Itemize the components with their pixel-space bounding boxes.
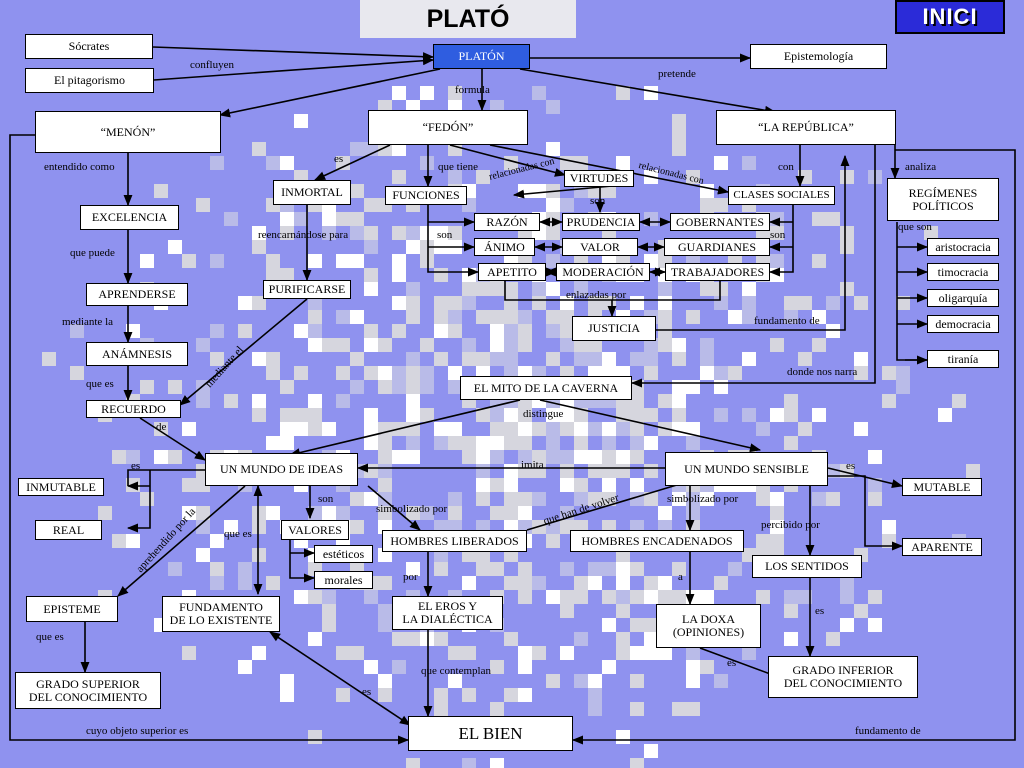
label-que-puede: que puede — [70, 247, 115, 259]
node-aparente: APARENTE — [902, 538, 982, 556]
label-que-contemplan: que contemplan — [421, 665, 491, 677]
label-son-right: son — [770, 229, 786, 241]
page-title: PLATÓ — [360, 0, 576, 38]
node-aprenderse: APRENDERSE — [86, 283, 188, 306]
label-distingue: distingue — [523, 408, 564, 420]
node-grado-inferior: GRADO INFERIOR DEL CONOCIMIENTO — [768, 656, 918, 698]
node-pitagorismo: El pitagorismo — [25, 68, 154, 93]
label-simbolizado-por-1: simbolizado por — [376, 503, 448, 515]
label-es-doxa: es — [727, 657, 737, 669]
label-mediante-la: mediante la — [62, 316, 114, 328]
label-entendido-como: entendido como — [44, 161, 115, 173]
label-es-fedon: es — [334, 153, 344, 165]
node-apetito: APETITO — [478, 263, 546, 281]
node-oligarquia: oligarquía — [927, 289, 999, 307]
node-fundamento-existente: FUNDAMENTO DE LO EXISTENTE — [162, 596, 280, 632]
node-aristocracia: aristocracia — [927, 238, 999, 256]
label-que-es: que es — [86, 378, 114, 390]
node-democracia: democracia — [927, 315, 999, 333]
label-percibido-por: percibido por — [761, 519, 820, 531]
node-guardianes: GUARDIANES — [664, 238, 770, 256]
node-fedon: “FEDÓN” — [368, 110, 528, 145]
node-tirania: tiranía — [927, 350, 999, 368]
label-es-sensible: es — [846, 460, 856, 472]
node-real: REAL — [35, 520, 102, 540]
label-confluyen: confluyen — [190, 59, 234, 71]
node-morales: morales — [314, 571, 373, 589]
node-moderacion: MODERACIÓN — [556, 263, 650, 281]
label-analiza: analiza — [905, 161, 937, 173]
label-cuyo-objeto: cuyo objeto superior es — [86, 725, 189, 737]
node-mundo-ideas: UN MUNDO DE IDEAS — [205, 453, 358, 486]
label-donde-nos-narra: donde nos narra — [787, 366, 858, 378]
node-grado-superior: GRADO SUPERIOR DEL CONOCIMIENTO — [15, 672, 161, 709]
node-epistemologia: Epistemología — [750, 44, 887, 69]
node-funciones: FUNCIONES — [385, 186, 467, 205]
node-virtudes: VIRTUDES — [564, 170, 634, 187]
label-formula: formula — [455, 84, 490, 96]
label-que-son: que son — [898, 221, 932, 233]
label-imita: imita — [521, 459, 544, 471]
node-platon: PLATÓN — [433, 44, 530, 69]
node-clases-sociales: CLASES SOCIALES — [728, 186, 835, 205]
label-es-fundamento: es — [362, 686, 372, 698]
node-razon: RAZÓN — [474, 213, 540, 231]
node-anamnesis: ANÁMNESIS — [86, 342, 188, 366]
node-inmortal: INMORTAL — [273, 180, 351, 205]
node-republica: “LA REPÚBLICA” — [716, 110, 896, 145]
label-con: con — [778, 161, 794, 173]
node-timocracia: timocracia — [927, 263, 999, 281]
node-hombres-encadenados: HOMBRES ENCADENADOS — [570, 530, 744, 552]
label-son-ideas: son — [318, 493, 334, 505]
node-animo: ÁNIMO — [474, 238, 535, 256]
label-enlazadas-por: enlazadas por — [566, 289, 627, 301]
label-que-es-2: que es — [224, 528, 252, 540]
node-doxa: LA DOXA (OPINIONES) — [656, 604, 761, 648]
label-es-ideas: es — [131, 460, 141, 472]
label-reencarnandose: reencarnándose para — [258, 229, 349, 241]
node-justicia: JUSTICIA — [572, 316, 656, 341]
node-sentidos: LOS SENTIDOS — [752, 555, 862, 578]
label-que-tiene: que tiene — [438, 161, 479, 173]
node-menon: “MENÓN” — [35, 111, 221, 153]
label-de: de — [156, 421, 167, 433]
label-es-sentidos: es — [815, 605, 825, 617]
node-excelencia: EXCELENCIA — [80, 205, 179, 230]
label-a: a — [678, 571, 683, 583]
node-el-bien: EL BIEN — [408, 716, 573, 751]
node-socrates: Sócrates — [25, 34, 153, 59]
label-son-virtudes: son — [590, 195, 606, 207]
node-hombres-liberados: HOMBRES LIBERADOS — [382, 530, 527, 552]
node-eros-dialectica: EL EROS Y LA DIALÉCTICA — [392, 596, 503, 630]
home-button[interactable]: INICI — [895, 0, 1005, 34]
node-episteme: EPISTEME — [26, 596, 118, 622]
node-mutable: MUTABLE — [902, 478, 982, 496]
node-mundo-sensible: UN MUNDO SENSIBLE — [665, 452, 828, 486]
node-gobernantes: GOBERNANTES — [670, 213, 770, 231]
label-simbolizado-por-2: simbolizado por — [667, 493, 739, 505]
label-pretende: pretende — [658, 68, 696, 80]
label-que-es-3: que es — [36, 631, 64, 643]
node-valor: VALOR — [562, 238, 638, 256]
label-por: por — [403, 571, 418, 583]
node-purificarse: PURIFICARSE — [263, 280, 351, 299]
node-recuerdo: RECUERDO — [86, 400, 181, 418]
node-inmutable: INMUTABLE — [18, 478, 104, 496]
node-valores: VALORES — [281, 520, 349, 540]
node-esteticos: estéticos — [314, 545, 373, 563]
label-fundamento-de-2: fundamento de — [855, 725, 921, 737]
node-prudencia: PRUDENCIA — [562, 213, 640, 231]
label-fundamento-de-1: fundamento de — [754, 315, 820, 327]
node-regimenes: REGÍMENES POLÍTICOS — [887, 178, 999, 221]
label-son-left: son — [437, 229, 453, 241]
node-mito-caverna: EL MITO DE LA CAVERNA — [460, 376, 632, 400]
node-trabajadores: TRABAJADORES — [665, 263, 770, 281]
